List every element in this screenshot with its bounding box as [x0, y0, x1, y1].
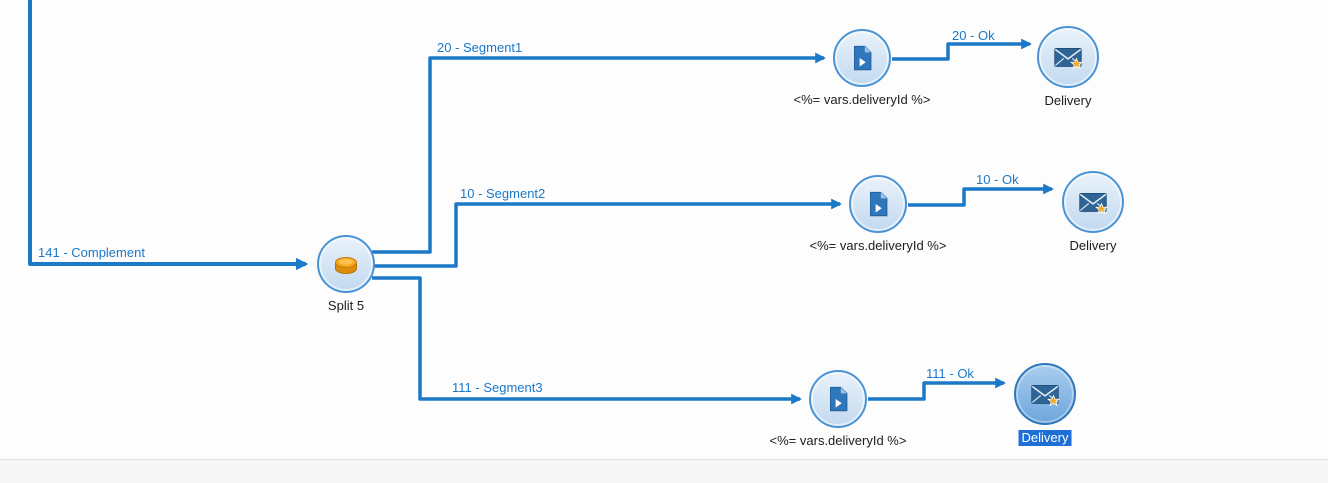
transition-label-segment2[interactable]: 10 - Segment2: [460, 186, 546, 201]
js-code-node-circle[interactable]: [849, 175, 907, 233]
transition-label-complement[interactable]: 141 - Complement: [38, 245, 145, 260]
js-code-node-circle[interactable]: [809, 370, 867, 428]
code-file-icon: [830, 386, 848, 412]
delivery-envelope-star-icon: [1054, 48, 1084, 70]
delivery-envelope-star-icon: [1079, 193, 1109, 215]
transition-label-ok-1[interactable]: 20 - Ok: [952, 28, 995, 43]
delivery-node-circle-selected[interactable]: [1014, 363, 1076, 425]
transition-line-ok-2[interactable]: [908, 183, 1055, 207]
node-js-code-2[interactable]: <%= vars.deliveryId %>: [810, 175, 946, 253]
split-coins-icon: [335, 257, 357, 274]
transition-label-segment3[interactable]: 111 - Segment3: [452, 380, 543, 395]
split-node-circle[interactable]: [317, 235, 375, 293]
transition-line-ok-3[interactable]: [868, 377, 1007, 401]
code-file-icon: [854, 45, 872, 71]
transition-label-ok-3[interactable]: 111 - Ok: [926, 366, 974, 381]
node-label-js-code-3: <%= vars.deliveryId %>: [769, 433, 907, 448]
js-code-node-circle[interactable]: [833, 29, 891, 87]
transition-label-ok-2[interactable]: 10 - Ok: [976, 172, 1019, 187]
delivery-node-circle[interactable]: [1037, 26, 1099, 88]
node-delivery-1[interactable]: Delivery: [1037, 26, 1099, 108]
node-delivery-2[interactable]: Delivery: [1062, 171, 1124, 253]
canvas-bottom-edge: [0, 459, 1328, 483]
node-split-5[interactable]: Split 5: [317, 235, 375, 313]
transition-line-segment2[interactable]: [372, 198, 843, 268]
code-file-icon: [870, 191, 888, 217]
transition-label-segment1[interactable]: 20 - Segment1: [437, 40, 523, 55]
node-label-delivery-1: Delivery: [1044, 93, 1092, 108]
transition-line-ok-1[interactable]: [892, 38, 1033, 61]
node-label-delivery-3-selected: Delivery: [1018, 430, 1072, 446]
node-delivery-3[interactable]: Delivery: [1014, 363, 1076, 446]
node-js-code-1[interactable]: <%= vars.deliveryId %>: [794, 29, 930, 107]
delivery-envelope-star-icon: [1031, 385, 1061, 407]
node-label-split-5: Split 5: [327, 298, 365, 313]
transition-line-complement[interactable]: [28, 0, 309, 271]
node-label-js-code-1: <%= vars.deliveryId %>: [793, 92, 931, 107]
transition-line-segment3[interactable]: [372, 276, 803, 405]
delivery-node-circle[interactable]: [1062, 171, 1124, 233]
transition-line-segment1[interactable]: [372, 52, 827, 254]
node-label-js-code-2: <%= vars.deliveryId %>: [809, 238, 947, 253]
node-label-delivery-2: Delivery: [1069, 238, 1117, 253]
selected-node-label-highlight: Delivery: [1018, 430, 1072, 446]
node-js-code-3[interactable]: <%= vars.deliveryId %>: [770, 370, 906, 448]
